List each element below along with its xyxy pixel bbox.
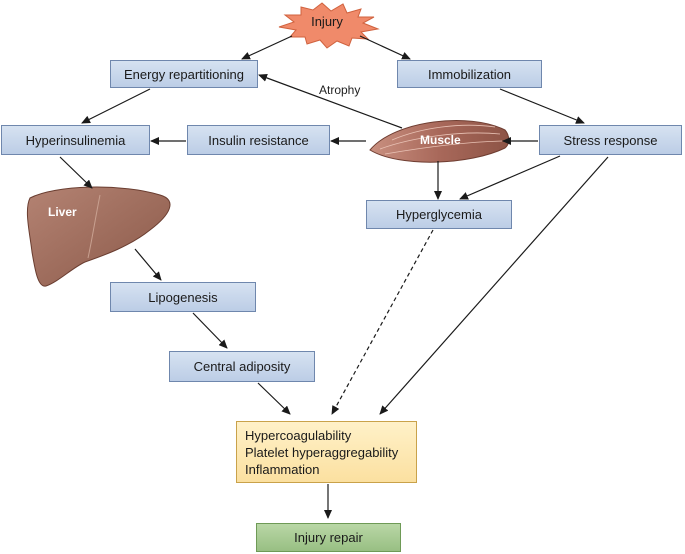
node-injury-repair: Injury repair — [256, 523, 401, 552]
arrow-immobilization-to-stress — [499, 88, 585, 124]
node-lipogenesis: Lipogenesis — [110, 282, 256, 312]
node-energy-repartitioning: Energy repartitioning — [110, 60, 258, 88]
injury-starburst-icon — [278, 2, 380, 49]
arrow-stress-to-outcomes — [379, 156, 609, 415]
outcome-platelet-hyperaggregability: Platelet hyperaggregability — [245, 444, 399, 460]
node-immobilization: Immobilization — [397, 60, 542, 88]
arrow-injury-to-immobilization — [359, 35, 411, 60]
node-stress-response: Stress response — [539, 125, 682, 155]
node-hyperinsulinemia: Hyperinsulinemia — [1, 125, 150, 155]
arrow-injury-to-energy — [241, 35, 293, 60]
arrow-hyperglycemia-to-outcomes — [331, 229, 434, 415]
outcome-inflammation: Inflammation — [245, 461, 320, 477]
node-insulin-resistance: Insulin resistance — [187, 125, 330, 155]
arrow-adiposity-to-outcomes — [257, 382, 291, 415]
arrow-hyperinsulinemia-to-liver — [59, 156, 93, 189]
arrow-liver-to-lipogenesis — [134, 248, 162, 281]
node-outcomes: Hypercoagulability Platelet hyperaggrega… — [236, 421, 417, 483]
arrow-stress-to-hyperglycemia — [459, 155, 561, 200]
arrow-muscle-atrophy-to-energy — [258, 74, 403, 129]
outcome-hypercoagulability: Hypercoagulability — [245, 427, 352, 443]
arrow-energy-to-hyperinsulinemia — [81, 88, 151, 124]
node-injury: Injury — [311, 13, 343, 29]
arrow-lipogenesis-to-adiposity — [192, 312, 228, 349]
liver-icon — [26, 186, 171, 287]
label-muscle: Muscle — [420, 133, 461, 147]
node-hyperglycemia: Hyperglycemia — [366, 200, 512, 229]
label-atrophy: Atrophy — [319, 83, 361, 97]
node-central-adiposity: Central adiposity — [169, 351, 315, 382]
muscle-icon — [369, 120, 510, 163]
label-liver: Liver — [48, 205, 77, 219]
